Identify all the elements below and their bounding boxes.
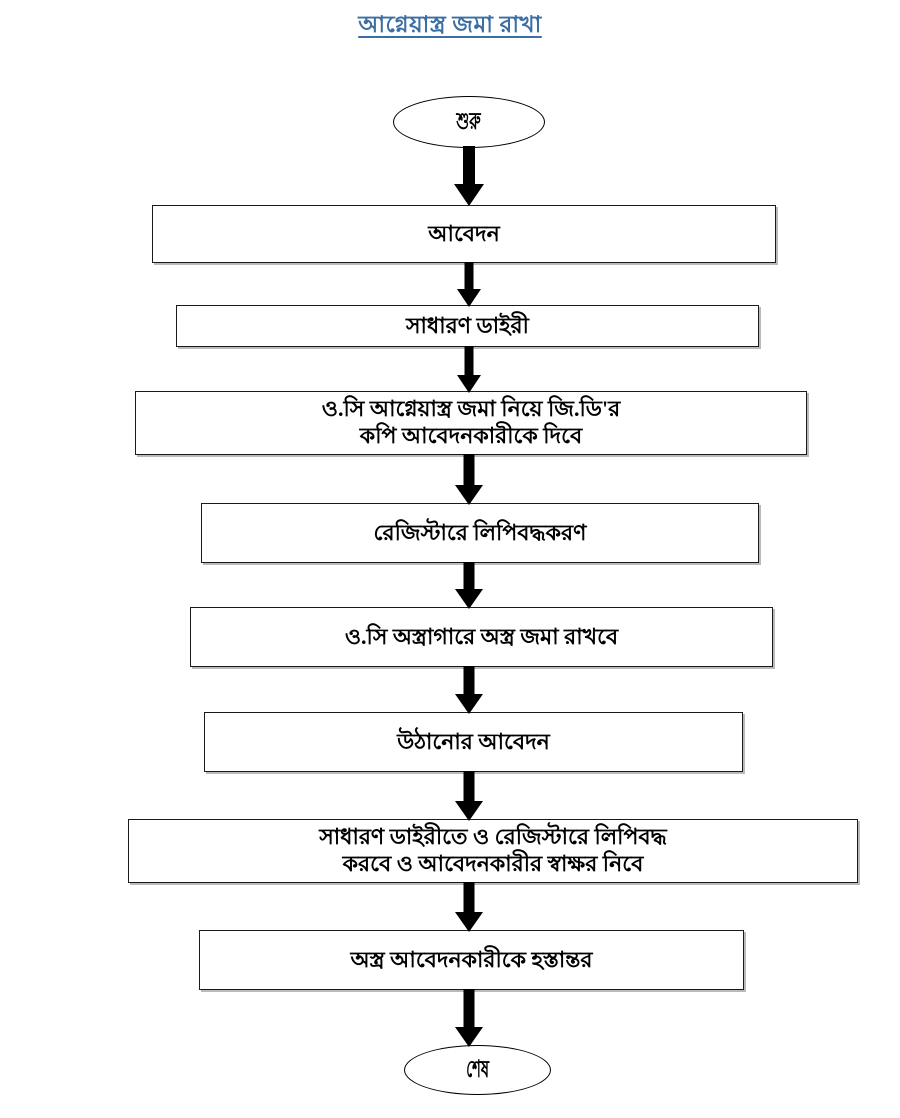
arrow-shaft <box>463 666 475 694</box>
flowchart-node-label: উঠানোর আবেদন <box>397 728 550 754</box>
flowchart-node-step-1: আবেদন <box>152 205 776 263</box>
page-title: আগ্নেয়াস্ত্র জমা রাখা <box>358 12 542 37</box>
arrow-head-icon <box>455 801 483 821</box>
arrow-head-icon <box>455 1027 483 1047</box>
flowchart-node-label: ও.সি অস্ত্রাগারে অস্ত্র জমা রাখবে <box>344 623 619 649</box>
arrow-shaft <box>464 262 474 289</box>
flowchart-node-label: রেজিস্টারে লিপিবদ্ধকরণ <box>373 519 587 545</box>
flowchart-node-step-5: ও.সি অস্ত্রাগারে অস্ত্র জমা রাখবে <box>190 607 773 667</box>
flowchart-node-step-7: সাধারণ ডাইরীতে ও রেজিস্টারে লিপিবদ্ধ করব… <box>128 819 858 883</box>
flowchart-node-label: সাধারণ ডাইরী <box>406 312 529 338</box>
connector-arrow <box>457 262 482 307</box>
connector-arrow <box>455 989 483 1047</box>
arrow-shaft <box>463 454 475 485</box>
arrow-shaft <box>463 882 475 912</box>
flowchart-node-label: শুরু <box>456 109 482 135</box>
connector-arrow <box>455 454 483 505</box>
flowchart-node-label: শেষ <box>465 1057 490 1083</box>
arrow-head-icon <box>455 485 483 505</box>
flowchart-node-start: শুরু <box>393 96 545 148</box>
flowchart-node-step-8: অস্ত্র আবেদনকারীকে হস্তান্তর <box>199 930 744 990</box>
flowchart-node-label: সাধারণ ডাইরীতে ও রেজিস্টারে লিপিবদ্ধ করব… <box>319 824 667 876</box>
flowchart-node-step-6: উঠানোর আবেদন <box>204 712 743 772</box>
arrow-head-icon <box>455 694 483 714</box>
arrow-head-icon <box>457 289 481 307</box>
flowchart-node-end: শেষ <box>404 1045 551 1095</box>
arrow-head-icon <box>457 375 481 393</box>
arrow-shaft <box>463 146 475 184</box>
connector-arrow <box>455 562 483 609</box>
flowchart-node-label: আবেদন <box>428 220 500 246</box>
arrow-shaft <box>463 989 475 1027</box>
flowchart-node-step-2: সাধারণ ডাইরী <box>176 305 759 347</box>
flowchart-node-label: ও.সি আগ্নেয়াস্ত্র জমা নিয়ে জি.ডি'র কপি… <box>321 396 621 448</box>
connector-arrow <box>455 771 483 821</box>
arrow-shaft <box>463 562 475 589</box>
arrow-head-icon <box>455 912 483 932</box>
connector-arrow <box>455 666 483 714</box>
arrow-head-icon <box>455 589 483 609</box>
arrow-shaft <box>464 346 474 375</box>
connector-arrow <box>454 146 484 206</box>
flowchart-node-step-4: রেজিস্টারে লিপিবদ্ধকরণ <box>201 503 759 563</box>
connector-arrow <box>457 346 482 393</box>
flowchart-node-step-3: ও.সি আগ্নেয়াস্ত্র জমা নিয়ে জি.ডি'র কপি… <box>135 391 807 455</box>
arrow-head-icon <box>454 184 484 206</box>
flowchart-node-label: অস্ত্র আবেদনকারীকে হস্তান্তর <box>350 946 593 972</box>
arrow-shaft <box>463 771 475 801</box>
connector-arrow <box>455 882 483 932</box>
